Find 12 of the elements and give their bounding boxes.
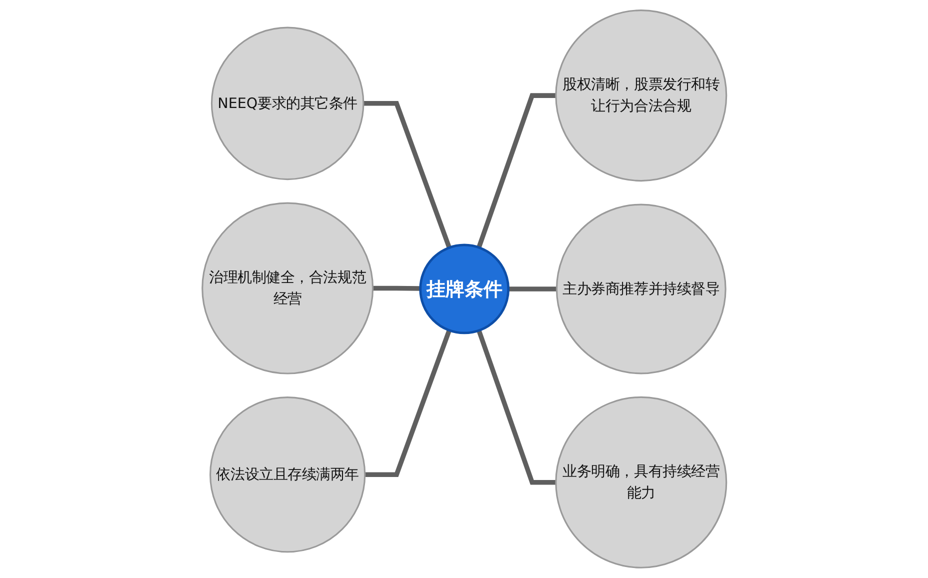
node-circle: 主办券商推荐并持续督导 [556, 204, 726, 374]
connector [476, 93, 556, 248]
connector [364, 330, 452, 477]
node-circle: 业务明确，具有持续经营能力 [554, 396, 727, 568]
node-circle: 治理机制健全，合法规范经营 [201, 202, 374, 374]
node-circle: NEEQ要求的其它条件 [210, 26, 364, 180]
connector [476, 330, 556, 485]
node-circle: 依法设立且存续满两年 [209, 396, 366, 553]
connector [363, 101, 452, 248]
node-circle: 股权清晰，股票发行和转让行为合法合规 [554, 10, 727, 182]
connector [372, 286, 420, 291]
connector [508, 286, 556, 292]
